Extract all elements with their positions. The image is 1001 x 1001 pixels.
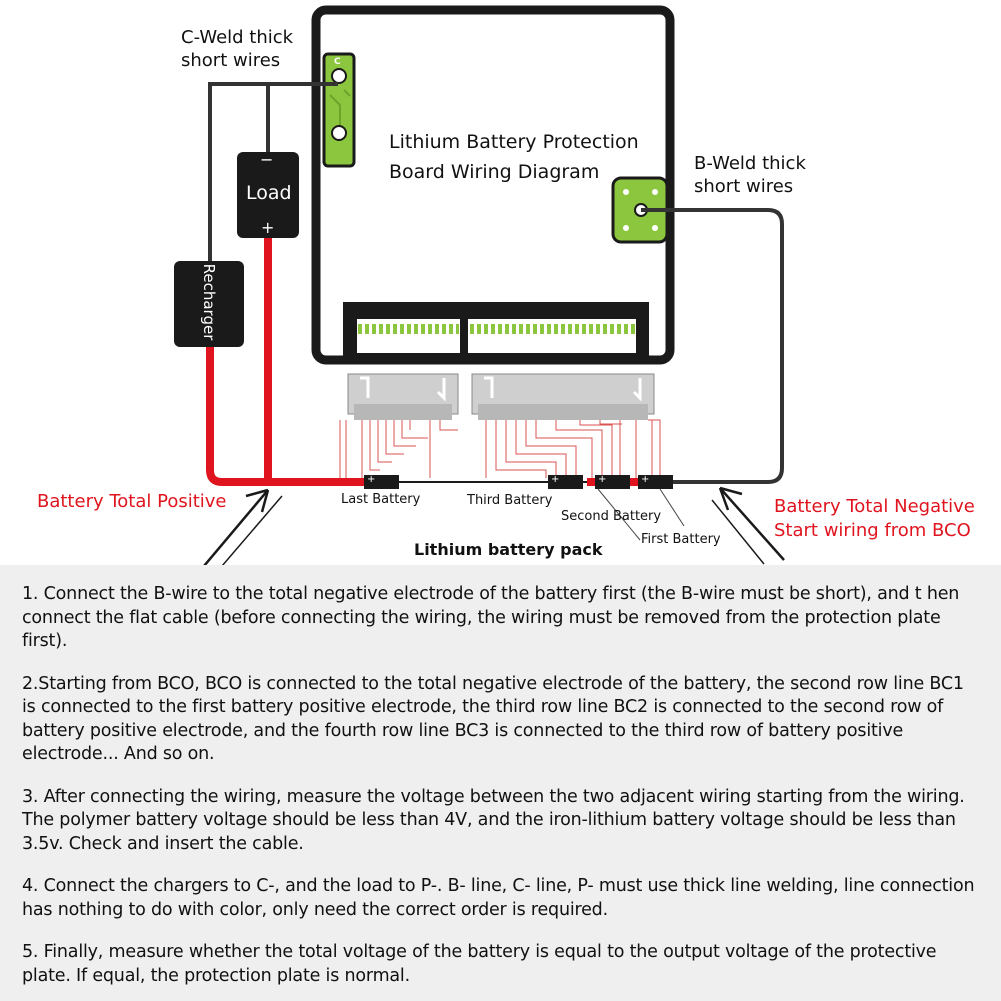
battery-total-negative-label: Battery Total Negative bbox=[774, 496, 975, 517]
flat-cable-connector bbox=[347, 373, 655, 420]
load-plus: + bbox=[261, 218, 275, 237]
instruction-step-3: 3. After connecting the wiring, measure … bbox=[22, 786, 965, 854]
c-weld-label-line2: short wires bbox=[181, 50, 281, 71]
c-weld-pad bbox=[322, 52, 356, 168]
load-box bbox=[237, 152, 299, 238]
wiring-diagram bbox=[174, 5, 785, 565]
instruction-step-1: 1. Connect the B-wire to the total negat… bbox=[22, 584, 960, 651]
instruction-step-4: 4. Connect the chargers to C-, and the l… bbox=[22, 876, 975, 920]
positive-arrow bbox=[203, 488, 283, 565]
battery-plus-third: + bbox=[551, 474, 560, 485]
instructions-panel: 1. Connect the B-wire to the total negat… bbox=[0, 565, 1001, 1001]
b-weld-label-line1: B-Weld thick bbox=[694, 153, 806, 174]
b-weld-label-line2: short wires bbox=[694, 176, 794, 197]
recharger-box bbox=[174, 261, 244, 347]
first-battery-label: First Battery bbox=[641, 532, 721, 547]
c-weld-label-line1: C-Weld thick bbox=[181, 27, 294, 48]
start-wiring-label: Start wiring from BCO bbox=[774, 520, 971, 541]
battery-plus-first: + bbox=[641, 474, 650, 485]
load-label: Load bbox=[246, 182, 292, 204]
instruction-step-5: 5. Finally, measure whether the total vo… bbox=[22, 942, 937, 986]
diagram-title-line2: Board Wiring Diagram bbox=[389, 161, 600, 183]
recharger-label: Recharger bbox=[200, 263, 218, 341]
battery-plus-last: + bbox=[367, 474, 376, 485]
instruction-step-2: 2.Starting from BCO, BCO is connected to… bbox=[22, 673, 964, 765]
last-battery-label: Last Battery bbox=[341, 492, 421, 507]
second-battery-label: Second Battery bbox=[561, 509, 662, 524]
protection-board bbox=[311, 5, 675, 365]
battery-total-positive-label: Battery Total Positive bbox=[37, 491, 227, 512]
battery-pack bbox=[354, 475, 685, 541]
diagram-title-line1: Lithium Battery Protection bbox=[389, 131, 639, 153]
battery-pack-label: Lithium battery pack bbox=[414, 540, 603, 559]
c-pad-mark: C bbox=[334, 57, 341, 67]
load-minus: − bbox=[260, 150, 274, 169]
negative-arrow bbox=[711, 486, 785, 565]
charger-wire bbox=[206, 82, 360, 486]
battery-plus-second: + bbox=[598, 474, 607, 485]
b-wire bbox=[641, 208, 784, 484]
third-battery-label: Third Battery bbox=[467, 493, 553, 508]
balance-wires bbox=[339, 419, 661, 478]
